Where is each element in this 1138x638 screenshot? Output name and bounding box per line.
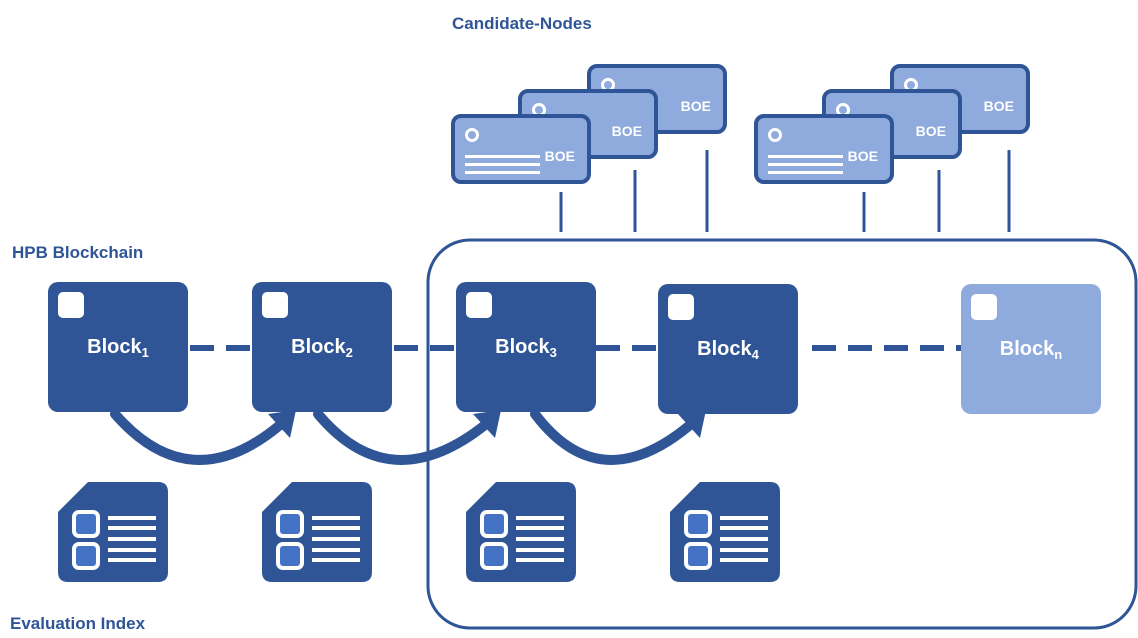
candidate-node: BOE: [451, 114, 591, 184]
candidate-node: BOE: [754, 114, 894, 184]
block-label: Block: [291, 336, 346, 358]
block-label: Block: [87, 336, 142, 358]
candidate-group-frame: [426, 238, 1138, 630]
node-connectors: [559, 150, 1011, 232]
evaluation-index-document-icon: [58, 482, 168, 582]
block-label: Block: [495, 336, 550, 358]
hpb-blockchain-label: HPB Blockchain: [12, 243, 144, 262]
arrowhead-3-4: [678, 410, 706, 438]
block-square-icon: [971, 294, 997, 320]
block-4: Block4: [658, 284, 798, 414]
candidate-nodes-label: Candidate-Nodes: [452, 14, 592, 33]
arrowhead-2-3: [473, 410, 501, 438]
block-subscript: n: [1054, 347, 1063, 362]
block-subscript: 3: [549, 345, 557, 360]
arrowhead-1-2: [268, 410, 296, 438]
block-square-icon: [466, 292, 492, 318]
block-label: Block: [697, 338, 752, 360]
node-boe-label: BOE: [680, 98, 711, 114]
arrow-1-2: [110, 409, 285, 465]
evaluation-index-document-icon: [670, 482, 780, 582]
node-circle-icon: [768, 128, 782, 142]
block-3: Block3: [456, 282, 596, 412]
node-circle-icon: [465, 128, 479, 142]
node-boe-label: BOE: [544, 148, 575, 164]
node-boe-label: BOE: [611, 123, 642, 139]
evaluation-index-label: Evaluation Index: [10, 614, 146, 633]
node-boe-label: BOE: [983, 98, 1014, 114]
block-subscript: 1: [141, 345, 149, 360]
block-subscript: 4: [751, 347, 759, 362]
block-square-icon: [262, 292, 288, 318]
block-square-icon: [58, 292, 84, 318]
block-2: Block2: [252, 282, 392, 412]
arrow-3-4: [530, 409, 695, 465]
arrow-2-3: [313, 409, 490, 465]
block-label: Block: [999, 338, 1055, 360]
evaluation-index-document-icon: [466, 482, 576, 582]
block-n: Blockn: [961, 284, 1101, 414]
node-boe-label: BOE: [915, 123, 946, 139]
block-square-icon: [668, 294, 694, 320]
block-1: Block1: [48, 282, 188, 412]
node-boe-label: BOE: [847, 148, 878, 164]
block-subscript: 2: [345, 345, 353, 360]
evaluation-index-document-icon: [262, 482, 372, 582]
